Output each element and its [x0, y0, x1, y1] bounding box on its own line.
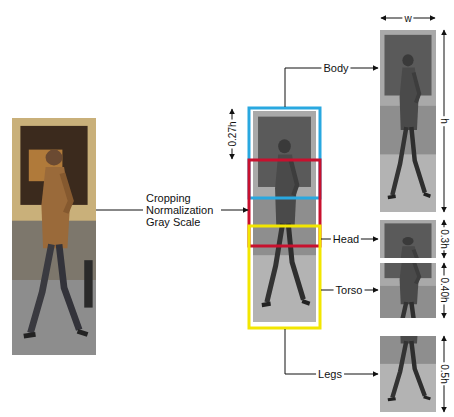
part-label: Legs: [316, 368, 344, 380]
dimension-label: 0.27h: [227, 119, 238, 148]
dimension-label: h: [439, 116, 450, 126]
dimension-lines: [232, 18, 444, 412]
part-label: Torso: [334, 284, 365, 296]
dimension-label: 0.40h: [439, 275, 450, 304]
source-photo: [12, 118, 96, 355]
dimension-label: w: [402, 13, 413, 24]
part-label: Head: [331, 233, 361, 245]
process-note: Cropping Normalization Gray Scale: [146, 192, 218, 228]
dimension-label: 0.3h: [439, 227, 450, 250]
leader-lines: [96, 68, 378, 374]
legs-crop: [380, 260, 436, 412]
body-crop: [380, 30, 436, 212]
dimension-label: 0.5h: [439, 362, 450, 385]
region-box: [249, 226, 320, 328]
region-box: [249, 108, 320, 198]
region-box: [249, 160, 320, 246]
part-label: Body: [321, 62, 350, 74]
gray-crop: [253, 111, 316, 322]
